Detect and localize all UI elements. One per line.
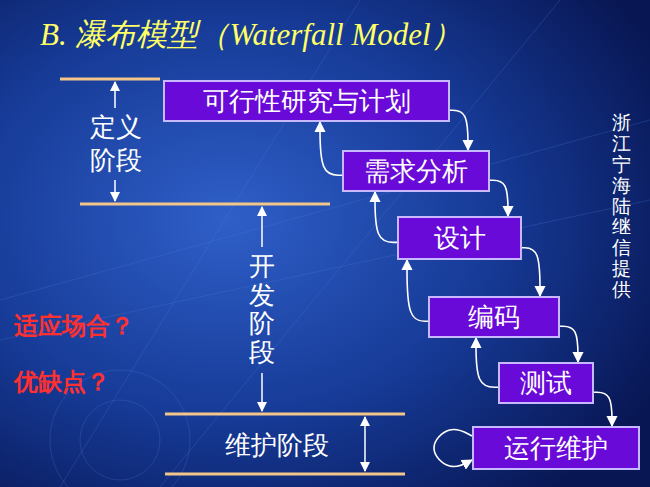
feedback-arrow — [320, 122, 342, 175]
flow-arrow — [522, 248, 540, 296]
feedback-arrow — [407, 260, 428, 321]
process-box: 运行维护 — [472, 426, 640, 470]
stage-divider — [60, 79, 405, 474]
box-label: 运行维护 — [504, 434, 608, 463]
box-label: 设计 — [434, 224, 486, 253]
stage-label: 开发阶段 — [249, 252, 275, 366]
process-box: 编码 — [428, 296, 560, 338]
box-label: 需求分析 — [364, 157, 468, 186]
flow-arrow — [450, 110, 468, 150]
process-box: 测试 — [498, 362, 594, 404]
stage-label: 定义 阶段 — [86, 111, 146, 176]
stage-span-arrow — [115, 82, 365, 471]
stage-label: 维护阶段 — [225, 428, 329, 463]
flow-arrow — [560, 326, 578, 362]
feedback-arrow — [375, 192, 397, 242]
credit-watermark: 浙江宁海陆继信提供 — [612, 112, 631, 300]
box-label: 测试 — [520, 369, 572, 398]
process-box: 设计 — [397, 216, 522, 260]
flow-arrow — [490, 180, 508, 216]
loop-arrow — [434, 429, 472, 466]
box-label: 可行性研究与计划 — [203, 87, 411, 116]
process-box: 需求分析 — [342, 150, 490, 192]
feedback-arrow — [476, 338, 498, 387]
question-note: 优缺点？ — [14, 366, 110, 398]
box-label: 编码 — [468, 303, 520, 332]
flow-arrow — [594, 392, 612, 426]
process-box: 可行性研究与计划 — [163, 80, 450, 122]
question-note: 适应场合？ — [14, 310, 134, 342]
slide-title: B. 瀑布模型（Waterfall Model） — [40, 14, 462, 56]
